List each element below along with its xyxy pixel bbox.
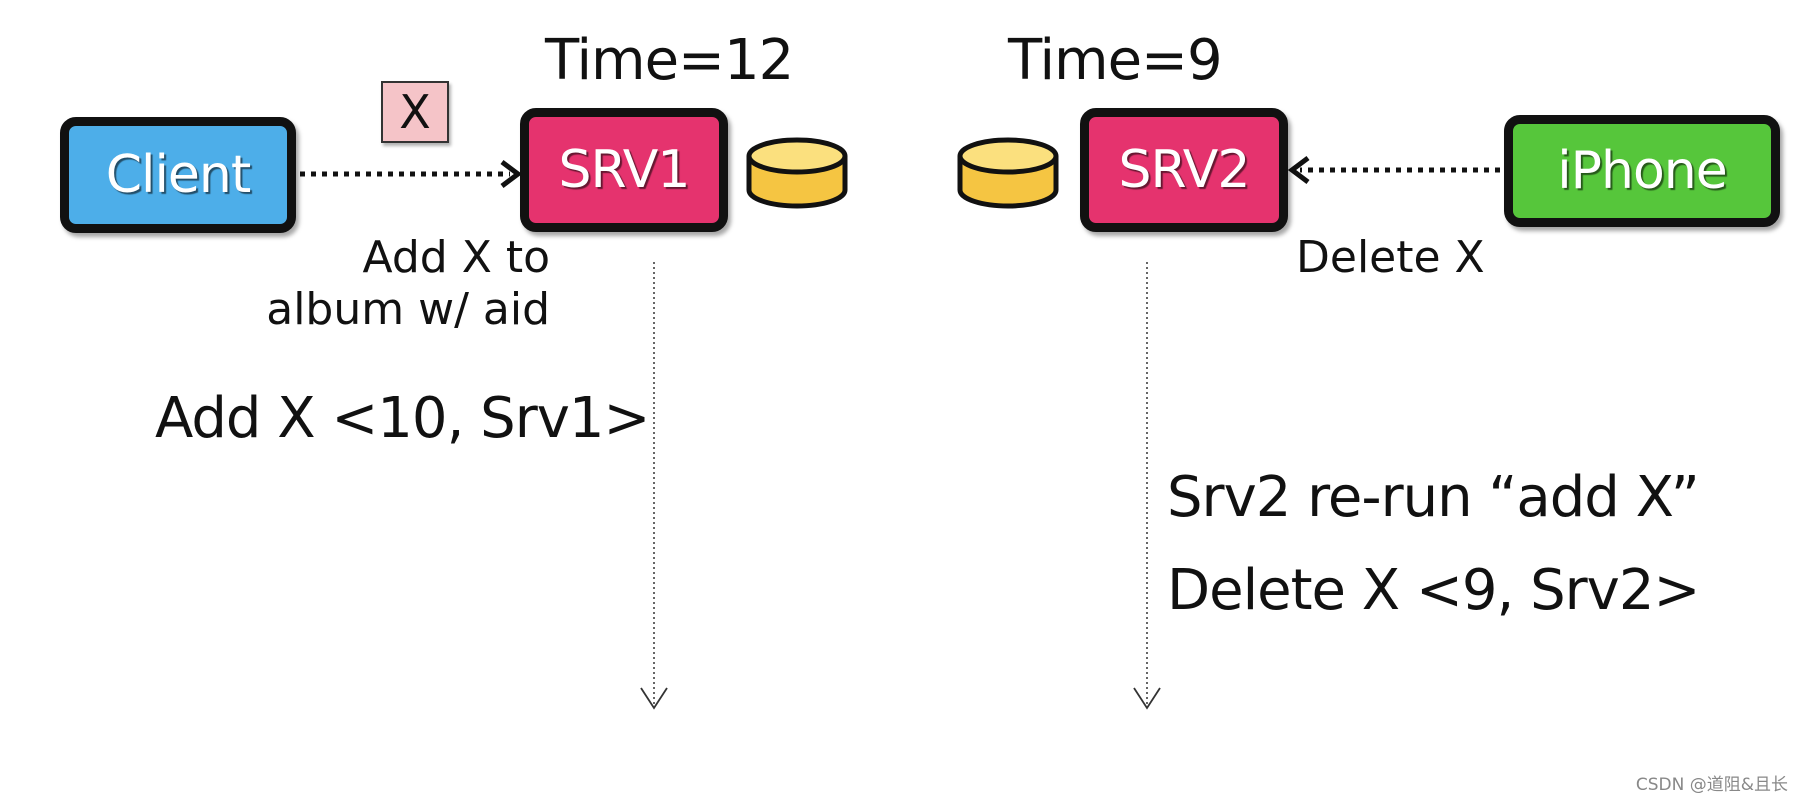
srv2-database-icon (957, 137, 1059, 209)
srv2-timeline (1133, 262, 1161, 710)
client-request-line2: album w/ aid (266, 284, 550, 335)
iphone-node: iPhone (1504, 115, 1780, 227)
srv1-timeline (640, 262, 668, 710)
srv2-log-delete: Delete X <9, Srv2> (1167, 558, 1700, 623)
message-item-x: X (381, 81, 449, 143)
srv2-log-rerun: Srv2 re-run “add X” (1167, 465, 1700, 530)
client-request-label: Add X to album w/ aid (220, 232, 550, 336)
srv1-time-label: Time=12 (545, 28, 794, 93)
iphone-request-label: Delete X (1296, 232, 1485, 283)
client-request-line1: Add X to (362, 232, 550, 283)
srv2-time-label: Time=9 (1008, 28, 1223, 93)
iphone-to-srv2-arrow (1287, 156, 1500, 184)
srv1-log-entry: Add X <10, Srv1> (155, 386, 650, 451)
srv1-database-icon (746, 137, 848, 209)
client-to-srv1-arrow (300, 160, 523, 188)
srv1-node: SRV1 (520, 108, 728, 232)
client-node: Client (60, 117, 296, 233)
watermark: CSDN @道阻&且长 (1635, 775, 1788, 795)
srv2-node: SRV2 (1080, 108, 1288, 232)
